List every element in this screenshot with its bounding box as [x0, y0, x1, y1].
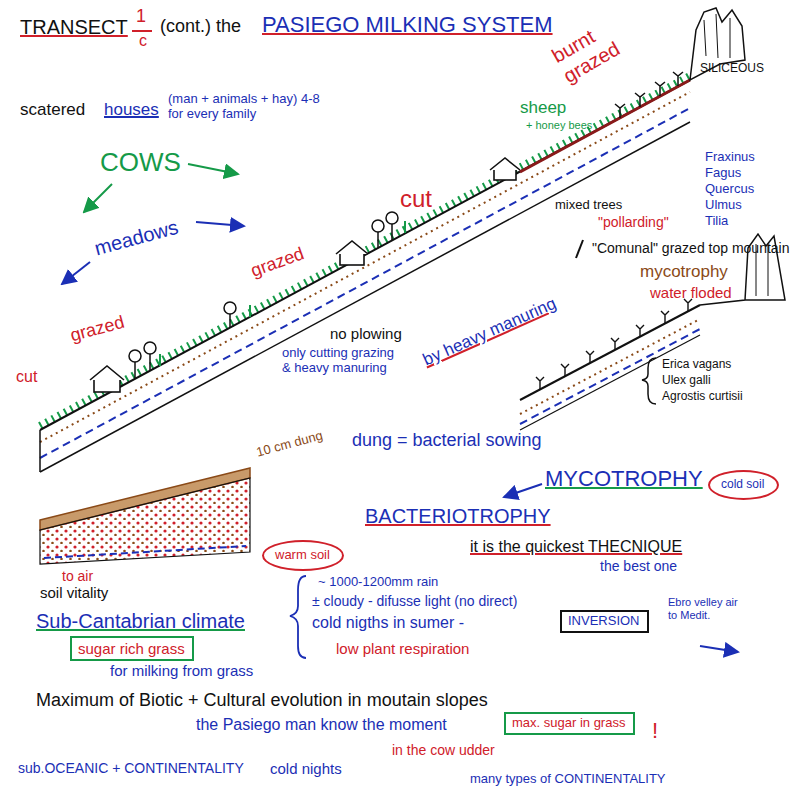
note-label: Ulex galli: [662, 374, 711, 388]
boxed-term: max. sugar in grass: [504, 712, 635, 735]
note-label: low plant respiration: [336, 640, 469, 657]
note-label: by heavy manuring: [420, 294, 559, 370]
note-label: ~ 1000-1200mm rain: [318, 575, 438, 590]
note-label: soil vitality: [40, 584, 108, 601]
note-label: Ebro velley air to Medit.: [668, 596, 740, 621]
note-label: Maximum of Biotic + Cultural evolution i…: [36, 690, 488, 711]
note-label: ± cloudy - difusse light (no direct): [312, 593, 517, 609]
note-label: in the cow udder: [392, 742, 495, 758]
circled-term: warm soil: [262, 540, 344, 571]
note-label: BACTERIOTROPHY: [365, 505, 551, 528]
note-label: burnt grazed: [548, 13, 632, 88]
note-label: Agrostis curtisii: [662, 390, 743, 404]
note-label: cold nights: [270, 760, 342, 777]
note-label: sheep: [520, 98, 566, 118]
note-label: !: [652, 718, 658, 743]
node-text: max. sugar in grass: [512, 716, 627, 731]
note-label: (cont.) the: [160, 16, 241, 37]
note-label: Tilia: [705, 214, 728, 229]
note-label: meadows: [92, 216, 181, 260]
note-label: c: [139, 32, 147, 50]
note-label: Sub-Cantabrian climate: [36, 610, 245, 633]
note-label: grazed: [68, 312, 127, 346]
note-label: for milking from grass: [110, 662, 253, 679]
note-label: it is the quickest THECNIQUE: [470, 538, 682, 556]
note-label: no plowing: [330, 325, 402, 342]
note-label: the best one: [600, 558, 677, 574]
note-label: cold nigths in sumer -: [312, 614, 464, 632]
note-label: "pollarding": [598, 214, 669, 230]
note-label: 1: [136, 6, 146, 27]
diagram-title: PASIEGO MILKING SYSTEM: [262, 12, 553, 37]
note-label: scatered: [20, 100, 85, 120]
node-text: sugar rich grass: [78, 640, 186, 657]
note-label: 10 cm dung: [255, 428, 324, 460]
note-label: houses: [104, 100, 159, 120]
node-text: warm soil: [275, 548, 331, 563]
note-label: cut: [16, 368, 37, 386]
note-label: TRANSECT: [20, 16, 128, 39]
note-label: the Pasiego man know the moment: [196, 716, 447, 734]
note-label: Quercus: [705, 182, 754, 197]
note-label: cut: [400, 185, 432, 213]
boxed-term: sugar rich grass: [70, 636, 194, 661]
note-label: COWS: [100, 148, 181, 178]
note-label: Fraxinus: [705, 150, 755, 165]
circled-term: cold soil: [708, 470, 779, 500]
boxed-term: INVERSION: [560, 610, 649, 633]
node-text: INVERSION: [568, 614, 641, 629]
note-label: SILICEOUS: [700, 62, 764, 76]
note-label: (man + animals + hay) 4-8 for every fami…: [168, 92, 338, 122]
note-label: MYCOTROPHY: [545, 466, 703, 491]
note-label: Ulmus: [705, 198, 742, 213]
note-label: sub.OCEANIC + CONTINENTALITY: [18, 760, 244, 776]
note-label: many types of CONTINENTALITY: [470, 772, 666, 787]
note-label: + honey bees: [526, 119, 592, 132]
note-label: mycotrophy: [640, 262, 728, 282]
note-label: grazed: [248, 243, 307, 281]
note-label: "Comunal" grazed top mountain: [592, 240, 792, 256]
note-label: Erica vagans: [662, 358, 731, 372]
note-label: Fagus: [705, 166, 741, 181]
note-label: water floded: [650, 284, 732, 301]
note-label: only cutting grazing & heavy manuring: [282, 346, 397, 376]
note-label: dung = bacterial sowing: [352, 430, 542, 451]
note-label: mixed trees: [555, 198, 622, 213]
note-label: to air: [62, 568, 93, 584]
node-text: cold soil: [721, 478, 766, 492]
